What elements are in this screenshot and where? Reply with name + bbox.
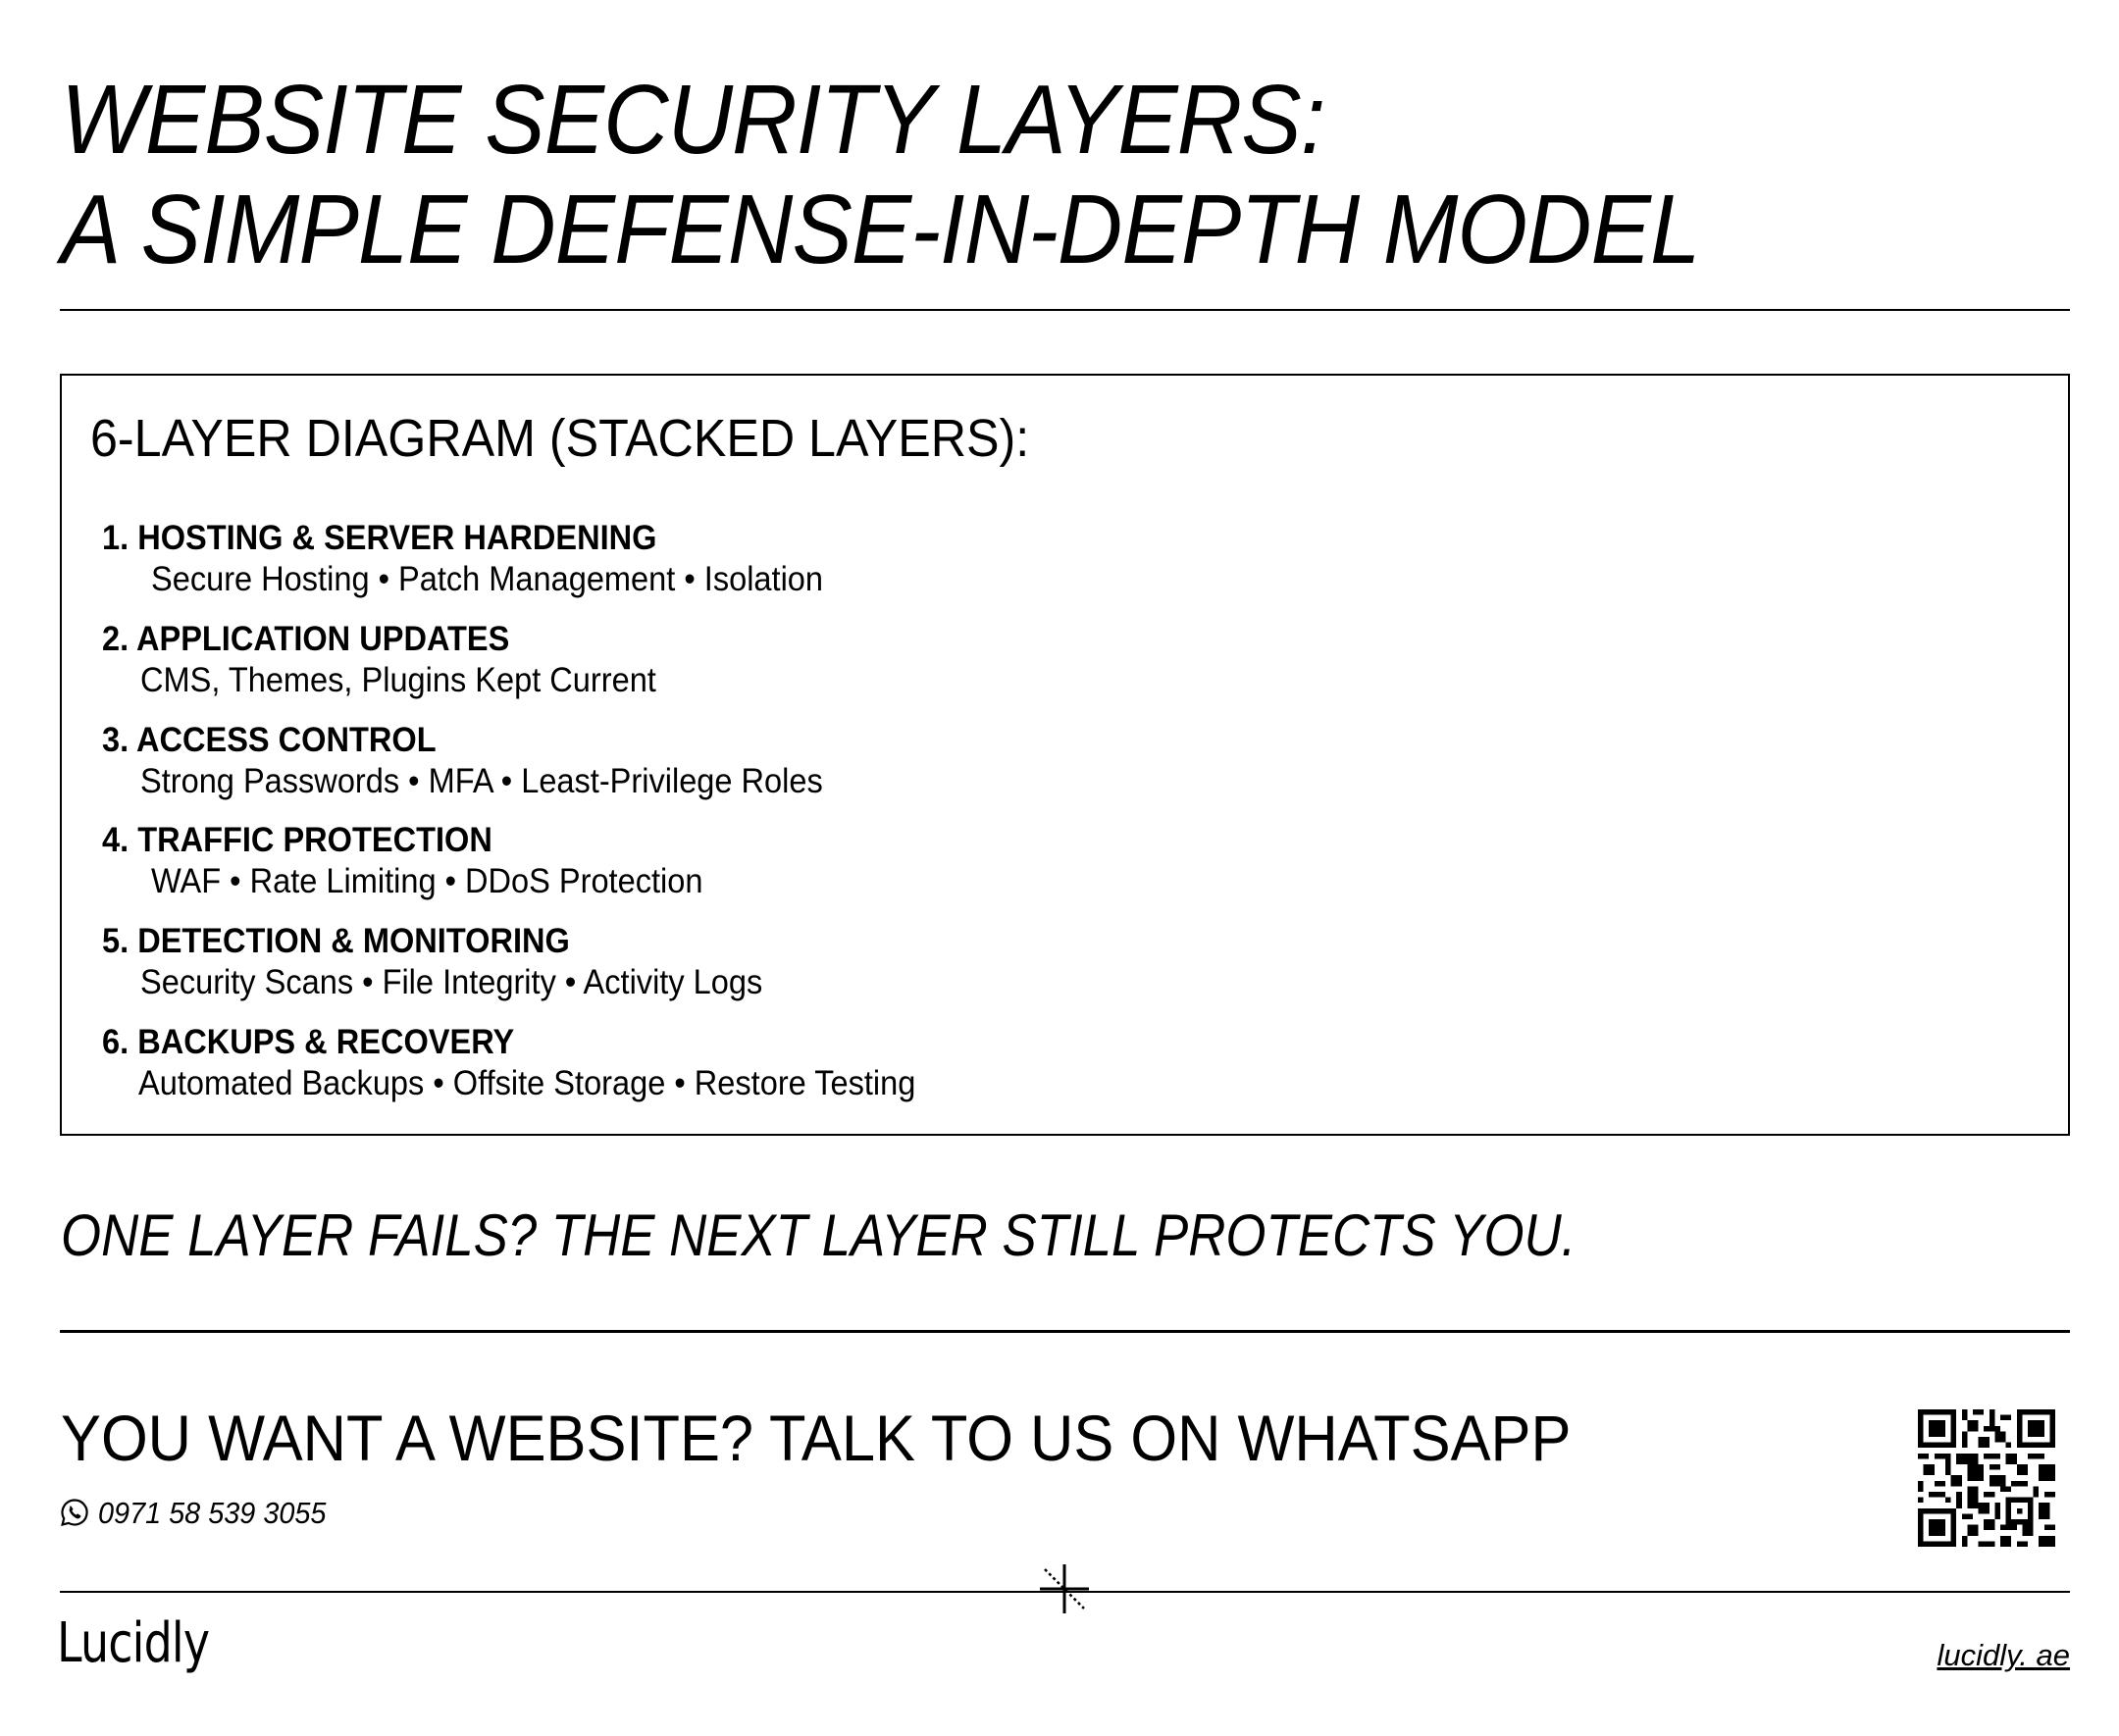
layer-2-details: CMS, Themes, Plugins Kept Current (140, 661, 656, 699)
layer-1-title: 1. HOSTING & SERVER HARDENING (102, 519, 657, 557)
layer-4-details: WAF • Rate Limiting • DDoS Protection (151, 862, 703, 900)
layer-4-title: 4. TRAFFIC PROTECTION (102, 821, 492, 859)
layer-3-title: 3. ACCESS CONTROL (102, 721, 437, 759)
layer-6-title: 6. BACKUPS & RECOVERY (102, 1023, 515, 1061)
layer-5-title: 5. DETECTION & MONITORING (102, 922, 570, 960)
layer-2-title: 2. APPLICATION UPDATES (102, 620, 510, 658)
website-link[interactable]: lucidly. ae (1937, 1638, 2070, 1672)
crosshair-icon (1035, 1559, 1094, 1618)
phone-contact[interactable]: 0971 58 539 3055 (59, 1497, 343, 1528)
page-title-line-1: WEBSITE SECURITY LAYERS: (61, 65, 1325, 175)
diagram-heading: 6-LAYER DIAGRAM (STACKED LAYERS): (90, 409, 1030, 468)
title-divider (60, 309, 2070, 311)
whatsapp-icon (59, 1497, 90, 1528)
qr-code[interactable] (1918, 1409, 2055, 1547)
brand-logo: Lucidly (57, 1611, 210, 1675)
layer-5-details: Security Scans • File Integrity • Activi… (140, 963, 763, 1001)
tagline: ONE LAYER FAILS? THE NEXT LAYER STILL PR… (61, 1202, 1576, 1268)
phone-number[interactable]: 0971 58 539 3055 (98, 1495, 327, 1530)
layer-1-details: Secure Hosting • Patch Management • Isol… (151, 560, 824, 598)
tagline-divider (60, 1330, 2070, 1333)
layer-6-details: Automated Backups • Offsite Storage • Re… (138, 1064, 916, 1102)
layer-3-details: Strong Passwords • MFA • Least-Privilege… (140, 762, 823, 800)
page-title-line-2: A SIMPLE DEFENSE-IN-DEPTH MODEL (61, 175, 1700, 284)
whatsapp-cta: YOU WANT A WEBSITE? TALK TO US ON WHATSA… (61, 1402, 1572, 1474)
layer-diagram-box (60, 374, 2070, 1136)
